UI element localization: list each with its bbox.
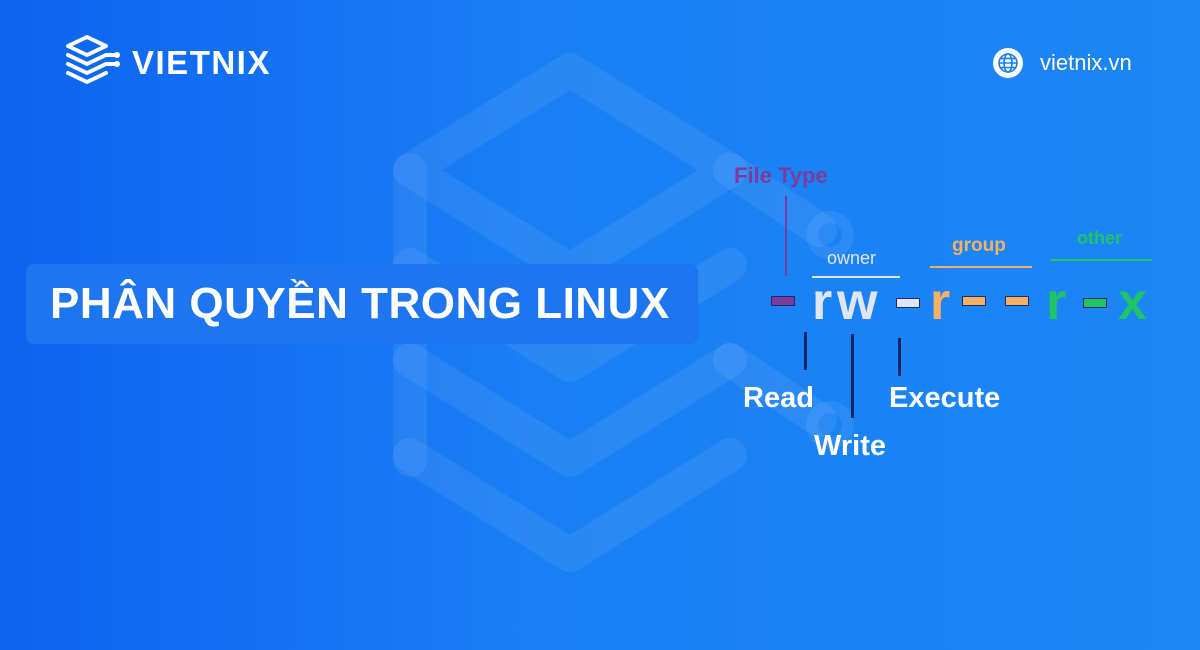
owner-write-char: w xyxy=(837,273,878,331)
group-execute-dash xyxy=(1005,296,1029,306)
owner-read-char: r xyxy=(812,273,833,331)
file-type-dash xyxy=(771,296,795,306)
execute-label: Execute xyxy=(889,382,1001,414)
brand-name: VIETNIX xyxy=(132,44,271,81)
server-stack-icon xyxy=(66,35,120,84)
other-label: other xyxy=(1077,228,1122,248)
page-title: PHÂN QUYỀN TRONG LINUX xyxy=(50,279,670,328)
read-pointer-line xyxy=(804,332,807,370)
brand-logo[interactable]: VIETNIX xyxy=(62,33,271,93)
other-underline xyxy=(1050,259,1152,261)
owner-label: owner xyxy=(827,248,877,268)
write-pointer-line xyxy=(851,334,854,418)
file-type-line xyxy=(785,196,787,276)
other-read-char: r xyxy=(1046,273,1067,331)
owner-underline xyxy=(812,276,900,278)
write-label: Write xyxy=(814,430,886,462)
website-url: vietnix.vn xyxy=(1040,50,1132,75)
read-label: Read xyxy=(743,382,814,414)
title-banner: PHÂN QUYỀN TRONG LINUX xyxy=(26,264,698,344)
website-link[interactable]: vietnix.vn xyxy=(992,47,1132,79)
group-write-dash xyxy=(962,296,986,306)
globe-icon xyxy=(993,48,1023,78)
group-read-char: r xyxy=(930,273,951,331)
other-execute-char: x xyxy=(1118,273,1147,331)
group-underline xyxy=(930,266,1032,268)
other-write-dash xyxy=(1083,298,1107,308)
execute-pointer-line xyxy=(898,338,901,376)
file-type-label: File Type xyxy=(734,163,828,188)
owner-execute-dash xyxy=(896,298,920,308)
group-label: group xyxy=(952,235,1006,256)
